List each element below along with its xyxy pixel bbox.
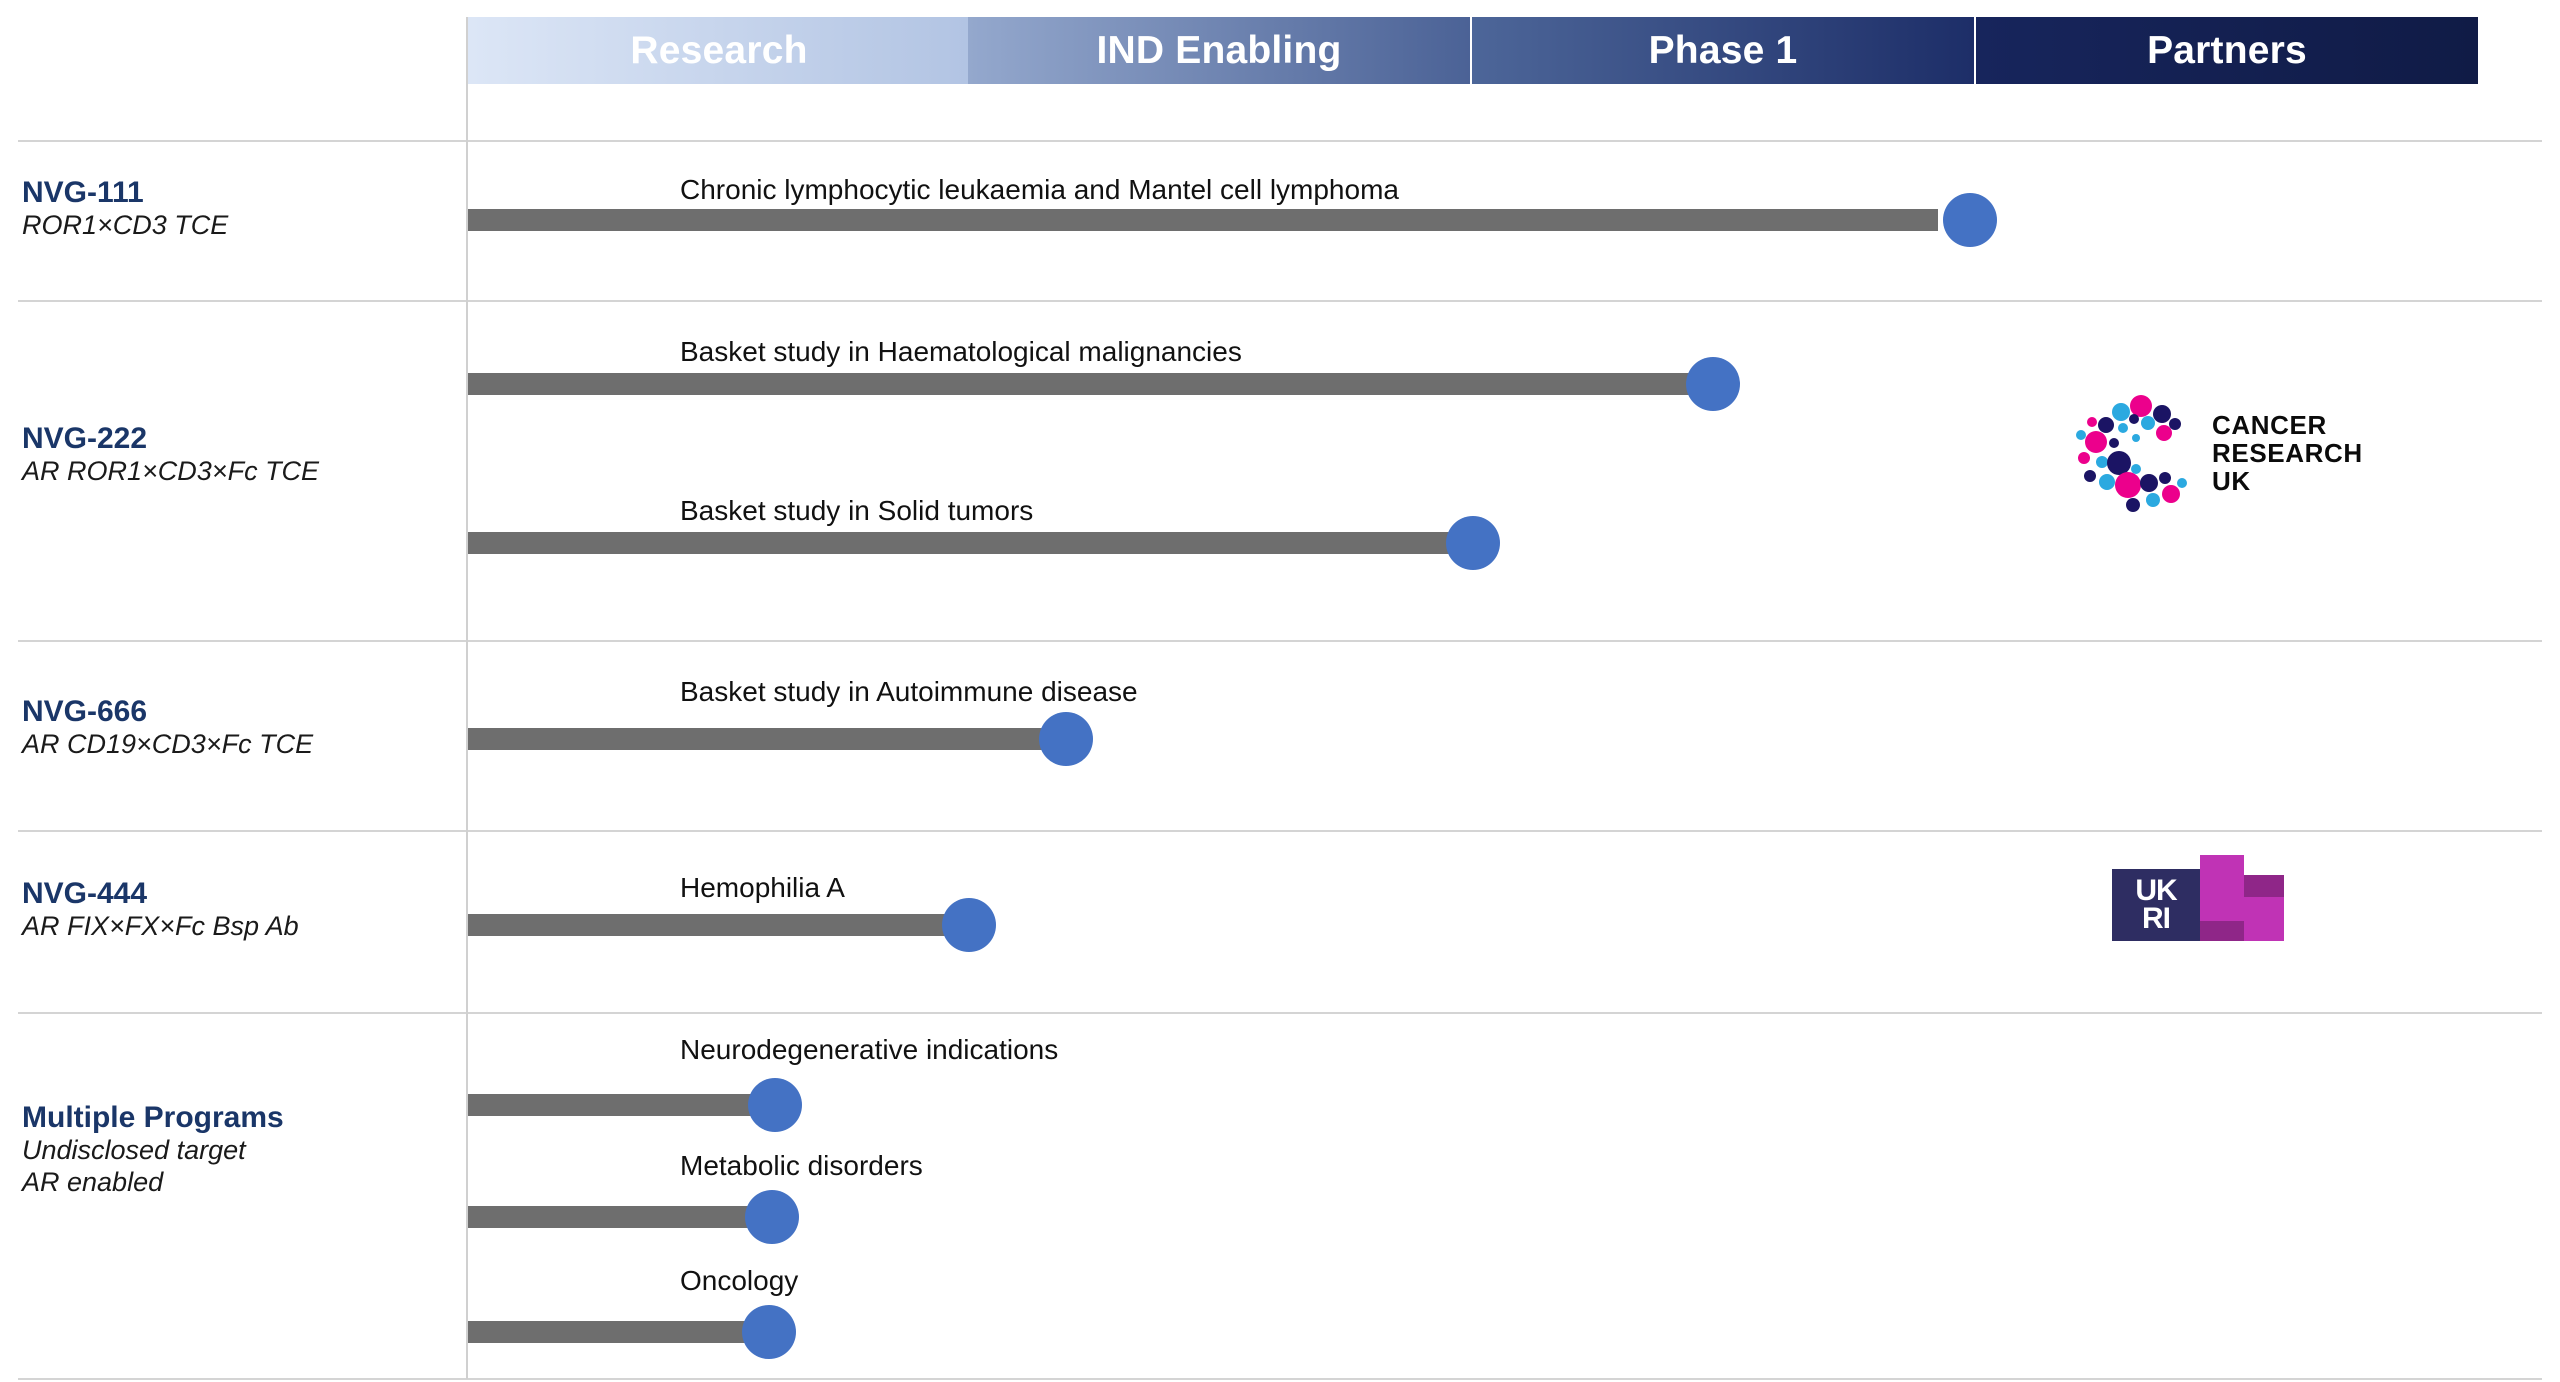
program-label-nvg-222: NVG-222 AR ROR1×CD3×Fc TCE — [22, 421, 452, 488]
program-name: NVG-444 — [22, 877, 148, 910]
phase-header-ind-enabling-label: IND Enabling — [1096, 28, 1342, 72]
program-name: NVG-666 — [22, 695, 148, 728]
column-divider — [466, 17, 468, 1379]
ukri-logo-icon: UK RI — [2112, 855, 2284, 941]
progress-track — [468, 1094, 768, 1116]
partner-logo-ukri: UK RI — [2112, 855, 2284, 941]
stage-marker — [745, 1190, 799, 1244]
program-modality: ROR1×CD3 TCE — [22, 210, 229, 241]
phase-header-partners[interactable]: Partners — [1976, 17, 2478, 84]
ukri-purple-block-d — [2244, 875, 2284, 897]
cancer-research-uk-dots-icon — [2076, 395, 2187, 512]
row-divider-3 — [18, 830, 2542, 832]
program-modality-2: AR enabled — [22, 1167, 164, 1198]
progress-track — [468, 914, 968, 936]
indication-label: Basket study in Haematological malignanc… — [680, 336, 1242, 367]
stage-marker — [1039, 712, 1093, 766]
phase-header-phase-1[interactable]: Phase 1 — [1472, 17, 1974, 84]
cruk-line-3: UK — [2212, 466, 2251, 497]
stage-marker — [1686, 357, 1740, 411]
progress-track — [468, 1206, 758, 1228]
stage-marker — [748, 1078, 802, 1132]
indication-label: Oncology — [680, 1265, 799, 1296]
indication-label: Chronic lymphocytic leukaemia and Mantel… — [680, 174, 1399, 205]
stage-marker — [742, 1305, 796, 1359]
indication-label: Hemophilia A — [680, 872, 845, 903]
program-label-nvg-444: NVG-444 AR FIX×FX×Fc Bsp Ab — [22, 876, 452, 943]
progress-track — [468, 728, 1048, 750]
program-name: NVG-222 — [22, 422, 148, 455]
phase-header-phase-1-label: Phase 1 — [1648, 28, 1798, 72]
row-divider-bottom — [18, 1378, 2542, 1380]
progress-track — [468, 373, 1718, 395]
ukri-line-1: UK — [2135, 874, 2177, 908]
program-label-multiple-programs: Multiple Programs Undisclosed target AR … — [22, 1100, 452, 1199]
program-name: Multiple Programs — [22, 1101, 284, 1134]
stage-marker — [1943, 193, 1997, 247]
progress-track — [468, 209, 1938, 231]
progress-track — [468, 1321, 758, 1343]
indication-label: Basket study in Autoimmune disease — [680, 676, 1138, 707]
indication-label: Metabolic disorders — [680, 1150, 923, 1181]
row-divider-top — [18, 140, 2542, 142]
program-name: NVG-111 — [22, 176, 144, 209]
indication-label: Neurodegenerative indications — [680, 1034, 1059, 1065]
program-modality: AR FIX×FX×Fc Bsp Ab — [22, 911, 299, 942]
program-modality: Undisclosed target — [22, 1135, 246, 1166]
phase-header-research-label: Research — [630, 28, 808, 72]
cancer-research-uk-wordmark: CANCER RESEARCH UK — [2212, 411, 2363, 495]
program-label-nvg-666: NVG-666 AR CD19×CD3×Fc TCE — [22, 694, 452, 761]
cruk-line-2: RESEARCH — [2212, 437, 2363, 468]
ukri-line-2: RI — [2142, 902, 2171, 935]
row-divider-2 — [18, 640, 2542, 642]
phase-header-research[interactable]: Research — [468, 17, 970, 84]
stage-marker — [942, 898, 996, 952]
program-modality: AR ROR1×CD3×Fc TCE — [22, 456, 320, 487]
indication-label: Basket study in Solid tumors — [680, 495, 1034, 526]
cruk-line-1: CANCER — [2212, 409, 2327, 440]
stage-marker — [1446, 516, 1500, 570]
partner-logo-cancer-research-uk: CANCER RESEARCH UK — [2076, 390, 2363, 516]
progress-track — [468, 532, 1478, 554]
phase-header-partners-label: Partners — [2147, 28, 2307, 72]
ukri-wordmark: UK RI — [2112, 869, 2200, 941]
ukri-purple-block-c — [2200, 921, 2244, 941]
row-divider-1 — [18, 300, 2542, 302]
program-label-nvg-111: NVG-111 ROR1×CD3 TCE — [22, 175, 452, 242]
phase-header-ind-enabling[interactable]: IND Enabling — [968, 17, 1470, 84]
row-divider-4 — [18, 1012, 2542, 1014]
program-modality: AR CD19×CD3×Fc TCE — [22, 729, 314, 760]
